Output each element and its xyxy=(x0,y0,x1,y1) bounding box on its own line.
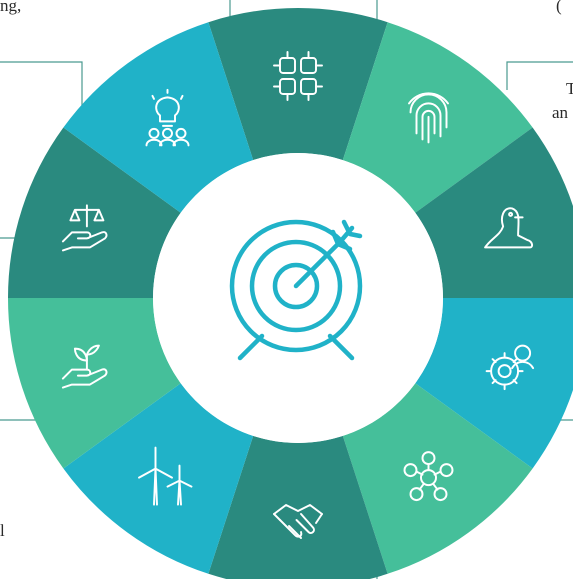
segment-9 xyxy=(8,127,181,299)
segment-ring xyxy=(8,8,573,579)
segment-8 xyxy=(8,298,181,469)
partial-text-top-right: ( xyxy=(556,0,562,15)
fingerprint-icon xyxy=(408,92,449,144)
partial-text-right-line1: T xyxy=(566,79,573,98)
handshake-icon xyxy=(273,504,323,539)
segment-6 xyxy=(208,435,388,579)
partial-text-bottom-left: l xyxy=(0,521,5,540)
segment-2 xyxy=(342,22,533,213)
partial-text-right-line2: an xyxy=(552,103,569,122)
social-network-icon xyxy=(403,451,454,502)
segment-3 xyxy=(415,127,573,298)
wind-turbines-icon xyxy=(138,446,193,506)
plant-in-hand-icon xyxy=(61,344,108,389)
justice-scale-hand-icon xyxy=(61,204,108,252)
center-hub xyxy=(153,153,443,443)
idea-team-icon xyxy=(145,88,190,147)
target-arrow-icon xyxy=(229,219,363,361)
partial-text-top-left: ng, xyxy=(0,0,22,15)
connector-line xyxy=(0,61,83,115)
segment-4 xyxy=(415,298,573,469)
connector-line xyxy=(506,61,573,90)
user-gear-icon xyxy=(485,344,535,391)
teamwork-hands-icon xyxy=(273,51,323,101)
segment-10 xyxy=(63,22,254,213)
seal-animal-icon xyxy=(484,207,534,249)
segment-7 xyxy=(63,383,254,574)
segment-5 xyxy=(342,383,533,574)
segment-1 xyxy=(208,8,388,161)
